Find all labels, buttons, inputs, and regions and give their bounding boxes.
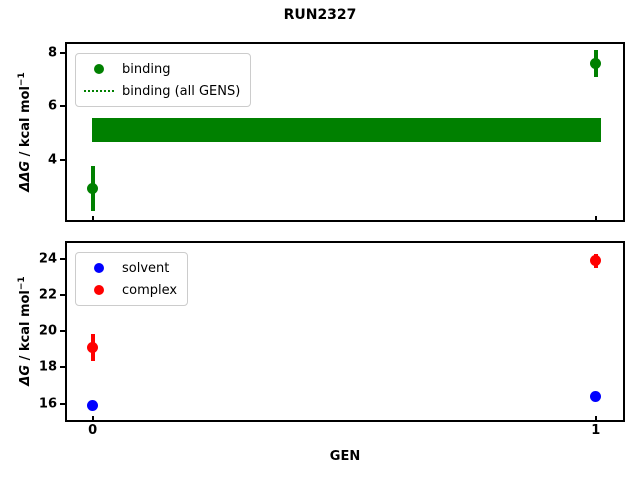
top-ylabel-sup: −1 — [16, 72, 27, 87]
y-tick-label: 18 — [38, 359, 57, 375]
data-point-binding — [590, 57, 602, 69]
y-tick-mark — [60, 366, 65, 369]
x-tick-label: 1 — [591, 423, 601, 438]
x-tick-label: 0 — [88, 423, 98, 438]
dot-marker — [94, 64, 104, 74]
legend-item-label: solvent — [122, 260, 170, 276]
legend-box: binding binding (all GENS) — [75, 53, 252, 107]
legend-dot-icon — [82, 285, 116, 295]
legend-item-label: binding — [122, 61, 171, 77]
x-tick-mark — [594, 216, 597, 221]
data-point-complex — [590, 255, 602, 267]
y-tick-mark — [60, 330, 65, 333]
top-y-axis-label: ΔΔG / kcal mol−1 — [17, 72, 33, 191]
y-tick-label: 16 — [38, 396, 57, 412]
x-tick-mark — [91, 216, 94, 221]
y-tick-label: 22 — [38, 287, 57, 303]
legend-dot-icon — [82, 263, 116, 273]
x-axis-label: GEN — [329, 449, 361, 464]
bottom-ylabel-units: / kcal mol — [18, 290, 34, 365]
x-tick-mark — [91, 416, 94, 421]
data-point-binding — [87, 182, 99, 194]
top-ylabel-units: / kcal mol — [18, 86, 34, 161]
legend-box: solvent complex — [75, 252, 189, 306]
x-tick-mark — [594, 416, 597, 421]
y-tick-mark — [60, 258, 65, 261]
bottom-ylabel-math: ΔG — [18, 364, 34, 386]
legend-item: binding — [82, 58, 240, 80]
bottom-y-axis-label: ΔG / kcal mol−1 — [17, 276, 33, 385]
figure-title: RUN2327 — [283, 7, 357, 23]
y-tick-label: 20 — [38, 323, 57, 339]
legend-item-label: complex — [122, 282, 178, 298]
y-tick-label: 4 — [47, 152, 57, 168]
series-band-binding-all-gens- — [91, 117, 601, 143]
y-tick-mark — [60, 159, 65, 162]
dot-marker — [94, 285, 104, 295]
y-tick-mark — [60, 51, 65, 54]
legend-item: solvent — [82, 257, 177, 279]
y-tick-mark — [60, 402, 65, 405]
y-tick-label: 8 — [47, 45, 57, 61]
legend-dotted-line-icon — [82, 90, 116, 92]
legend-item-label: binding (all GENS) — [122, 83, 241, 99]
data-point-solvent — [590, 390, 602, 402]
y-tick-mark — [60, 294, 65, 297]
bottom-ylabel-sup: −1 — [16, 276, 27, 291]
y-tick-label: 6 — [47, 98, 57, 114]
legend-dot-icon — [82, 64, 116, 74]
dot-marker — [94, 263, 104, 273]
dotted-line-marker — [84, 90, 114, 92]
top-ylabel-math: ΔΔG — [18, 160, 34, 192]
bottom-axes: 16 18 20 22 24 0 1 solvent complex — [39, 241, 625, 438]
legend-item: complex — [82, 279, 177, 301]
legend-item: binding (all GENS) — [82, 80, 240, 102]
data-point-solvent — [87, 399, 99, 411]
data-point-complex — [87, 342, 99, 354]
top-axes: 4 6 8 binding binding (all GENS) — [48, 42, 625, 222]
y-tick-label: 24 — [38, 251, 57, 267]
y-tick-mark — [60, 105, 65, 108]
